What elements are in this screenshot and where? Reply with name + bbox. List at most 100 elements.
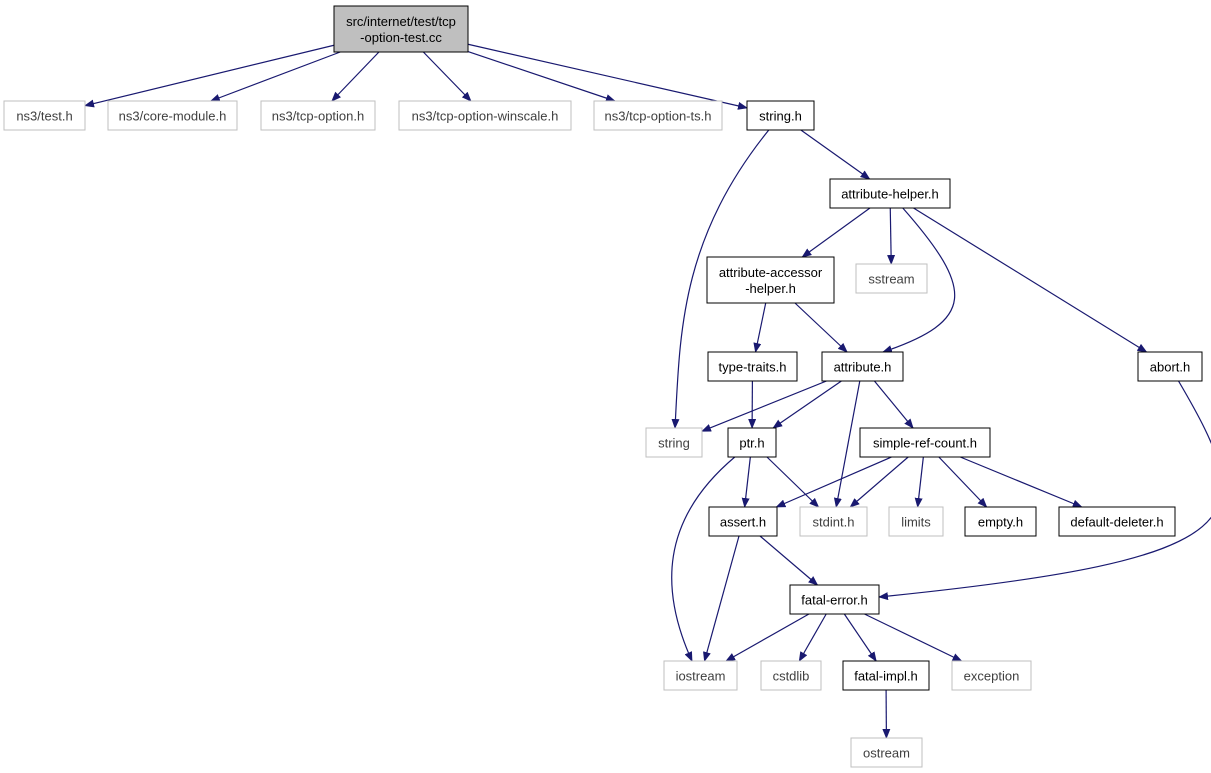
- node-box: [107, 100, 238, 131]
- node-ptr-h[interactable]: ptr.h: [727, 427, 777, 458]
- edge-root-to-tcp-option-ts-h: [467, 50, 616, 102]
- edge-root-to-test-h: [84, 44, 335, 108]
- edge-fatal-error-h-to-iostream: [725, 613, 810, 662]
- node-label: type-traits.h: [719, 360, 787, 375]
- node-box: [859, 427, 991, 458]
- node-box: [821, 351, 904, 382]
- edge-attribute-helper-h-to-attribute-h: [882, 207, 956, 353]
- node-box: [855, 263, 928, 294]
- node-attribute-accessor-helper-h[interactable]: attribute-accessor-helper.h: [706, 256, 835, 304]
- node-assert-h[interactable]: assert.h: [708, 506, 778, 537]
- node-label: ptr.h: [739, 436, 764, 451]
- node-box: [706, 256, 835, 304]
- edge-attribute-h-to-string: [701, 380, 827, 432]
- node-root: src/internet/test/tcp-option-test.cc: [333, 5, 469, 53]
- edge-root-to-string-h: [467, 43, 748, 110]
- node-label: ns3/test.h: [16, 109, 72, 124]
- node-limits: limits: [888, 506, 944, 537]
- node-default-deleter-h[interactable]: default-deleter.h: [1058, 506, 1176, 537]
- edge-ptr-h-to-stdint-h: [766, 456, 820, 508]
- node-simple-ref-count-h[interactable]: simple-ref-count.h: [859, 427, 991, 458]
- node-label: abort.h: [1150, 360, 1190, 375]
- node-box: [645, 427, 703, 458]
- edge-attribute-h-to-simple-ref-count-h: [873, 380, 914, 429]
- node-label: fatal-error.h: [801, 593, 867, 608]
- node-ostream: ostream: [850, 737, 923, 768]
- node-fatal-impl-h[interactable]: fatal-impl.h: [842, 660, 930, 691]
- edge-attribute-helper-h-to-abort-h: [913, 207, 1148, 353]
- node-box: [850, 737, 923, 768]
- node-box: [799, 506, 868, 537]
- edge-fatal-error-h-to-exception: [864, 613, 963, 662]
- node-box: [829, 178, 951, 209]
- edge-attribute-helper-h-to-sstream: [887, 207, 896, 265]
- node-label: -option-test.cc: [360, 30, 442, 45]
- edge-fatal-error-h-to-cstdlib: [798, 613, 827, 662]
- node-string-h[interactable]: string.h: [746, 100, 815, 131]
- edge-attribute-accessor-helper-h-to-type-traits-h: [753, 302, 767, 353]
- edge-ptr-h-to-iostream: [671, 456, 736, 662]
- node-cstdlib: cstdlib: [760, 660, 822, 691]
- node-label: ostream: [863, 746, 910, 761]
- edge-fatal-error-h-to-fatal-impl-h: [843, 613, 877, 662]
- node-box: [1137, 351, 1203, 382]
- edges: [84, 43, 1211, 739]
- edge-abort-h-to-fatal-error-h: [878, 380, 1211, 601]
- node-label: attribute.h: [834, 360, 892, 375]
- edge-string-h-to-string: [671, 129, 770, 429]
- nodes: src/internet/test/tcp-option-test.cc ns3/…: [3, 5, 1203, 768]
- node-box: [398, 100, 572, 131]
- node-label: string.h: [759, 109, 802, 124]
- node-label: ns3/core-module.h: [119, 109, 227, 124]
- node-box: [789, 584, 880, 615]
- node-label: exception: [964, 669, 1020, 684]
- node-test-h: ns3/test.h: [3, 100, 86, 131]
- node-box: [333, 5, 469, 53]
- node-box: [727, 427, 777, 458]
- node-box: [708, 506, 778, 537]
- node-label: string: [658, 436, 690, 451]
- node-exception: exception: [951, 660, 1032, 691]
- node-label: src/internet/test/tcp: [346, 14, 456, 29]
- edge-simple-ref-count-h-to-default-deleter-h: [960, 456, 1083, 508]
- node-fatal-error-h[interactable]: fatal-error.h: [789, 584, 880, 615]
- node-label: assert.h: [720, 515, 766, 530]
- node-box: [746, 100, 815, 131]
- node-label: iostream: [676, 669, 726, 684]
- edge-assert-h-to-fatal-error-h: [759, 535, 819, 586]
- edge-root-to-tcp-option-h: [331, 51, 380, 102]
- node-box: [593, 100, 723, 131]
- node-type-traits-h[interactable]: type-traits.h: [707, 351, 798, 382]
- node-box: [842, 660, 930, 691]
- edge-attribute-h-to-stdint-h: [833, 380, 861, 508]
- node-box: [951, 660, 1032, 691]
- edge-attribute-helper-h-to-attribute-accessor-helper-h: [801, 207, 871, 258]
- edge-assert-h-to-iostream: [703, 535, 740, 662]
- node-label: default-deleter.h: [1070, 515, 1163, 530]
- node-box: [888, 506, 944, 537]
- node-label: attribute-accessor: [719, 265, 823, 280]
- node-box: [707, 351, 798, 382]
- node-attribute-helper-h[interactable]: attribute-helper.h: [829, 178, 951, 209]
- node-abort-h[interactable]: abort.h: [1137, 351, 1203, 382]
- node-core-module-h: ns3/core-module.h: [107, 100, 238, 131]
- edge-root-to-core-module-h: [209, 51, 341, 102]
- edge-simple-ref-count-h-to-limits: [914, 456, 924, 508]
- node-label: fatal-impl.h: [854, 669, 918, 684]
- node-box: [760, 660, 822, 691]
- node-box: [260, 100, 376, 131]
- node-label: -helper.h: [745, 281, 796, 296]
- node-tcp-option-winscale-h: ns3/tcp-option-winscale.h: [398, 100, 572, 131]
- edge-string-h-to-attribute-helper-h: [800, 129, 871, 180]
- node-label: ns3/tcp-option-winscale.h: [412, 109, 559, 124]
- node-label: empty.h: [978, 515, 1023, 530]
- node-empty-h[interactable]: empty.h: [964, 506, 1037, 537]
- edge-ptr-h-to-assert-h: [741, 456, 751, 508]
- edge-simple-ref-count-h-to-stdint-h: [849, 456, 909, 508]
- node-attribute-h[interactable]: attribute.h: [821, 351, 904, 382]
- node-string: string: [645, 427, 703, 458]
- edge-attribute-accessor-helper-h-to-attribute-h: [794, 302, 848, 353]
- node-label: attribute-helper.h: [841, 187, 939, 202]
- node-tcp-option-ts-h: ns3/tcp-option-ts.h: [593, 100, 723, 131]
